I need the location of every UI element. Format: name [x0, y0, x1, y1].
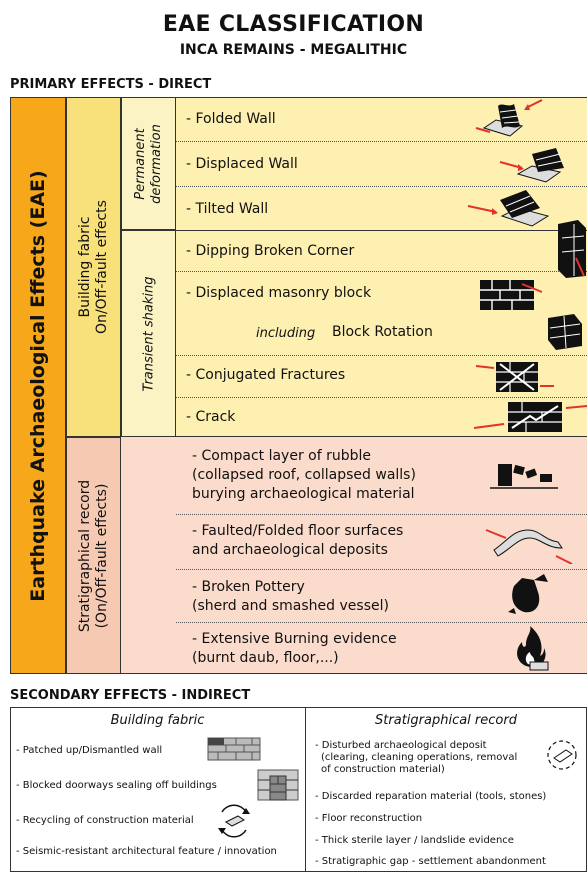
floor-reconstruction-item: - Floor reconstruction — [315, 813, 423, 824]
faulted-label: - Faulted/Folded floor surfaces and arch… — [192, 522, 403, 560]
permanent-line1: Permanent — [132, 127, 148, 200]
row-divider — [176, 186, 587, 187]
row-divider — [176, 271, 587, 272]
stratigraphic-gap-item: - Stratigraphic gap - settlement abandon… — [315, 856, 546, 867]
secondary-effects-heading: SECONDARY EFFECTS - INDIRECT — [10, 688, 251, 703]
row-divider — [176, 355, 587, 356]
block-rotation-label: Block Rotation — [332, 324, 433, 340]
discarded-material-item: - Discarded reparation material (tools, … — [315, 791, 547, 802]
rubble-line2: (collapsed roof, collapsed walls) — [192, 467, 416, 483]
disturbed-line3: of construction material) — [321, 764, 445, 775]
including-label: including — [256, 326, 316, 341]
secondary-building-heading: Building fabric — [110, 713, 205, 728]
permanent-deformation-column: Permanent deformation — [121, 97, 176, 230]
displaced-wall-icon — [499, 148, 564, 183]
conjugated-fracture-icon — [475, 362, 554, 392]
disturbed-line2: (clearing, cleaning operations, removal — [321, 752, 518, 763]
strat-line1: Stratigraphical record — [76, 479, 93, 632]
stratigraphical-label: Stratigraphical record (On/Off-fault eff… — [77, 479, 111, 631]
row-divider — [176, 141, 587, 142]
secondary-strat-heading: Stratigraphical record — [375, 713, 517, 728]
burning-line1: - Extensive Burning evidence — [192, 631, 397, 647]
page-subtitle: INCA REMAINS - MEGALITHIC — [179, 42, 408, 58]
row-divider — [176, 569, 587, 570]
disturbed-line1: - Disturbed archaeological deposit — [315, 740, 487, 751]
pottery-line1: - Broken Pottery — [192, 579, 305, 595]
building-fabric-line1: Building fabric — [76, 216, 93, 318]
displaced-wall-label: - Displaced Wall — [186, 156, 298, 172]
rubble-icon — [490, 464, 558, 489]
secondary-divider — [305, 707, 306, 872]
rotated-block-icon — [548, 314, 582, 350]
primary-effects-heading: PRIMARY EFFECTS - DIRECT — [10, 77, 212, 92]
burning-label: - Extensive Burning evidence (burnt daub… — [192, 630, 397, 668]
row-divider — [176, 514, 587, 515]
row-divider — [176, 622, 587, 623]
blocked-door-icon — [257, 769, 299, 801]
permanent-line2: deformation — [148, 123, 164, 204]
stratigraphical-column: Stratigraphical record (On/Off-fault eff… — [66, 437, 121, 674]
row-divider — [176, 397, 587, 398]
tilted-wall-label: - Tilted Wall — [186, 201, 269, 217]
permanent-deformation-label: Permanent deformation — [133, 124, 165, 204]
eae-bar: Earthquake Archaeological Effects (EAE) — [10, 97, 66, 674]
conjugated-label: - Conjugated Fractures — [186, 367, 346, 383]
building-fabric-label: Building fabric On/Off-fault effects — [77, 200, 111, 334]
broken-corner-icon — [558, 220, 586, 278]
seismic-resistant-item: - Seismic-resistant architectural featur… — [16, 846, 277, 857]
folded-floor-icon — [485, 529, 573, 564]
pottery-line2: (sherd and smashed vessel) — [192, 598, 389, 614]
transient-shaking-label: Transient shaking — [141, 276, 156, 391]
broken-pottery-icon — [508, 574, 548, 614]
dipping-corner-label: - Dipping Broken Corner — [186, 243, 355, 259]
section-divider — [176, 230, 587, 231]
sterile-layer-item: - Thick sterile layer / landslide eviden… — [315, 835, 514, 846]
recycle-small-icon — [547, 740, 577, 770]
tilted-wall-icon — [467, 190, 550, 227]
strat-line2: (On/Off-fault effects) — [93, 483, 110, 628]
folded-wall-icon — [475, 99, 543, 137]
brick-wall-icon — [207, 737, 261, 761]
patched-wall-item: - Patched up/Dismantled wall — [16, 745, 163, 756]
building-fabric-column: Building fabric On/Off-fault effects — [66, 97, 121, 437]
crack-icon — [473, 402, 587, 432]
burning-line2: (burnt daub, floor,...) — [192, 650, 339, 666]
crack-label: - Crack — [186, 409, 236, 425]
faulted-line2: and archaeological deposits — [192, 542, 388, 558]
transient-shaking-column: Transient shaking — [121, 230, 176, 437]
fire-icon — [517, 626, 549, 671]
building-fabric-line2: On/Off-fault effects — [93, 200, 110, 334]
recycle-icon — [218, 804, 250, 838]
folded-wall-label: - Folded Wall — [186, 111, 276, 127]
rubble-line1: - Compact layer of rubble — [192, 448, 372, 464]
faulted-line1: - Faulted/Folded floor surfaces — [192, 523, 404, 539]
page-title: EAE CLASSIFICATION — [162, 12, 425, 37]
blocked-doorway-item: - Blocked doorways sealing off buildings — [16, 780, 217, 791]
rubble-line3: burying archaeological material — [192, 486, 415, 502]
eae-label: Earthquake Archaeological Effects (EAE) — [27, 169, 49, 602]
rubble-label: - Compact layer of rubble (collapsed roo… — [192, 447, 416, 504]
recycling-item: - Recycling of construction material — [16, 815, 194, 826]
pottery-label: - Broken Pottery (sherd and smashed vess… — [192, 578, 389, 616]
disturbed-deposit-item: - Disturbed archaeological deposit (clea… — [315, 740, 517, 776]
masonry-block-icon — [480, 280, 543, 310]
displaced-block-label: - Displaced masonry block — [186, 285, 372, 301]
